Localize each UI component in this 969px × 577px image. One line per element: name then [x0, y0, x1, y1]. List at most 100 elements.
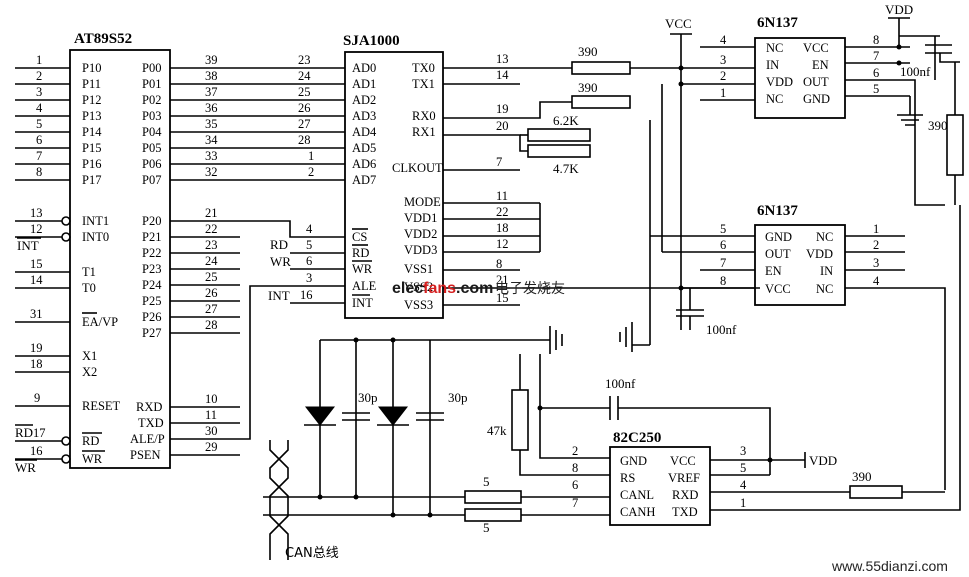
svg-text:35: 35: [205, 117, 218, 131]
svg-text:P14: P14: [82, 125, 102, 139]
svg-text:TXD: TXD: [672, 505, 698, 519]
svg-text:T1: T1: [82, 265, 96, 279]
svg-text:21: 21: [205, 206, 218, 220]
svg-text:T0: T0: [82, 281, 96, 295]
svg-text:8: 8: [36, 165, 42, 179]
svg-text:13: 13: [30, 206, 43, 220]
svg-text:TX1: TX1: [412, 77, 435, 91]
svg-text:AD4: AD4: [352, 125, 377, 139]
svg-text:5: 5: [306, 238, 312, 252]
svg-text:7: 7: [36, 149, 42, 163]
svg-text:IN: IN: [766, 58, 779, 72]
r-rx1b-resistor: 4.7K: [527, 144, 591, 176]
svg-text:P03: P03: [142, 109, 161, 123]
net-rd-sja: RD: [270, 237, 288, 252]
svg-text:3: 3: [873, 256, 879, 270]
svg-text:24: 24: [205, 254, 218, 268]
c-d2-label: 30p: [448, 390, 468, 405]
svg-text:CLKOUT: CLKOUT: [392, 161, 443, 175]
svg-text:AD1: AD1: [352, 77, 376, 91]
mcu-body: [69, 49, 171, 469]
svg-text:6: 6: [572, 478, 578, 492]
svg-text:2: 2: [36, 69, 42, 83]
svg-text:5: 5: [873, 82, 879, 96]
svg-text:1: 1: [36, 53, 42, 67]
mcu-left-net-labels: INT RD WR: [15, 237, 41, 475]
svg-text:P26: P26: [142, 310, 161, 324]
svg-text:19: 19: [496, 102, 509, 116]
svg-text:AD0: AD0: [352, 61, 376, 75]
svg-text:38: 38: [205, 69, 218, 83]
svg-text:14: 14: [30, 273, 43, 287]
svg-text:VSS3: VSS3: [404, 298, 433, 312]
r-txd-label: 390: [852, 469, 872, 484]
svg-text:9: 9: [34, 391, 40, 405]
svg-text:CANH: CANH: [620, 505, 655, 519]
svg-text:INT: INT: [352, 296, 373, 310]
net-rd-mcu: RD: [15, 425, 33, 440]
opto2-pins: [649, 65, 946, 490]
diode-cap-network: [304, 337, 520, 518]
mcu-left-pin-labels: P10 P11 P12 P13 P14 P15 P16 P17 INT1 INT…: [82, 61, 121, 466]
sja-left-pin-labels: AD0 AD1 AD2 AD3 AD4 AD5 AD6 AD7 CS RD WR…: [352, 61, 377, 310]
svg-text:26: 26: [205, 286, 218, 300]
svg-text:EA/VP: EA/VP: [82, 315, 118, 329]
svg-text:OUT: OUT: [803, 75, 829, 89]
trx-pin-numbers: 2 8 6 7 3 5 4 1: [572, 444, 747, 510]
svg-text:8: 8: [720, 274, 726, 288]
svg-text:14: 14: [496, 68, 509, 82]
svg-text:AD3: AD3: [352, 109, 376, 123]
net-vdd-right: VDD: [809, 453, 837, 468]
svg-text:RS: RS: [620, 471, 635, 485]
can-bus-label: CAN总线: [285, 546, 339, 561]
svg-text:VREF: VREF: [668, 471, 700, 485]
svg-text:1: 1: [720, 86, 726, 100]
svg-text:24: 24: [298, 69, 311, 83]
r-canl-label: 5: [483, 474, 490, 489]
svg-text:P02: P02: [142, 93, 161, 107]
svg-text:5: 5: [36, 117, 42, 131]
svg-text:PSEN: PSEN: [130, 448, 161, 462]
c-opto1-label: 100nf: [900, 64, 931, 79]
svg-text:31: 31: [30, 307, 43, 321]
svg-text:15: 15: [30, 257, 43, 271]
svg-text:17: 17: [33, 426, 46, 440]
svg-text:P16: P16: [82, 157, 101, 171]
svg-text:3: 3: [720, 53, 726, 67]
svg-text:NC: NC: [766, 92, 783, 106]
svg-text:7: 7: [873, 49, 879, 63]
svg-text:VDD: VDD: [766, 75, 793, 89]
svg-text:P15: P15: [82, 141, 101, 155]
svg-text:AD6: AD6: [352, 157, 376, 171]
svg-text:RD: RD: [352, 246, 369, 260]
svg-text:23: 23: [205, 238, 218, 252]
svg-text:4: 4: [720, 33, 727, 47]
watermark-elecfans: elecfans.com 电子发烧友: [392, 280, 565, 297]
svg-text:3: 3: [36, 85, 42, 99]
svg-text:12: 12: [496, 237, 509, 251]
opto2-name: 6N137: [757, 203, 798, 219]
svg-text:20: 20: [496, 119, 509, 133]
opto1-pin-labels: NC IN VDD NC VCC EN OUT GND: [766, 41, 830, 106]
opto2-pin-labels: GND OUT EN VCC NC VDD IN NC: [765, 230, 833, 296]
svg-text:2: 2: [873, 238, 879, 252]
trx-pin-labels: GND RS CANL CANH VCC VREF RXD TXD: [620, 454, 700, 519]
svg-text:8: 8: [496, 257, 502, 271]
svg-text:VSS1: VSS1: [404, 262, 433, 276]
svg-text:VCC: VCC: [803, 41, 829, 55]
svg-text:4: 4: [36, 101, 43, 115]
svg-text:7: 7: [720, 256, 726, 270]
svg-text:VDD1: VDD1: [404, 211, 437, 225]
mcu-right-pin-numbers: 39 38 37 36 35 34 33 32 21 22 23 24 25 2…: [205, 53, 218, 454]
svg-text:32: 32: [205, 165, 218, 179]
svg-text:WR: WR: [82, 452, 103, 466]
svg-text:电子发烧友: 电子发烧友: [495, 281, 565, 297]
svg-text:VSS2: VSS2: [404, 280, 433, 294]
svg-text:12: 12: [30, 222, 43, 236]
mcu-right-wires: [170, 67, 345, 456]
svg-text:22: 22: [205, 222, 218, 236]
c-opto2-label: 100nf: [706, 322, 737, 337]
svg-text:34: 34: [205, 133, 218, 147]
svg-text:6.2K: 6.2K: [553, 113, 579, 128]
svg-text:P06: P06: [142, 157, 161, 171]
